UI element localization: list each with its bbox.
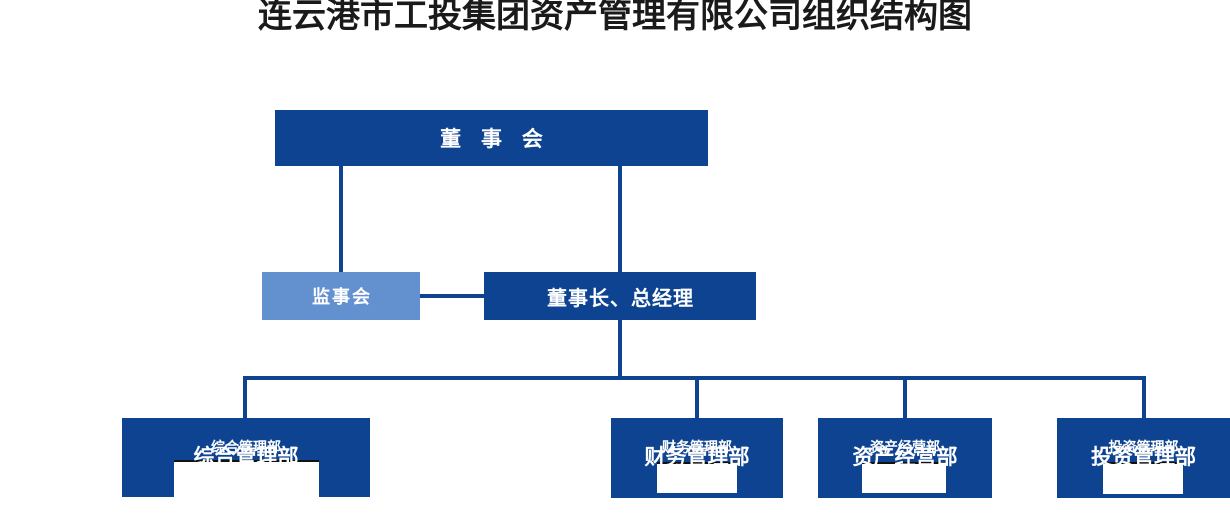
node-department-asset-operations[interactable]: 资产经营部 资产经营部 bbox=[818, 418, 992, 498]
node-chairman-general-manager[interactable]: 董事长、总经理 bbox=[484, 272, 756, 320]
department-edit-overlay[interactable] bbox=[657, 462, 737, 493]
connector-department-bus bbox=[243, 376, 1146, 380]
node-supervisory-board-label: 监事会 bbox=[312, 287, 372, 307]
node-department-investment-overlay-label: 投资管理部 bbox=[1091, 446, 1196, 469]
node-department-investment[interactable]: 投资管理部 投资管理部 bbox=[1057, 418, 1230, 498]
node-department-finance-label: 财务管理部 bbox=[662, 439, 732, 455]
connector-drop-dept-1 bbox=[695, 376, 699, 418]
node-department-general-admin[interactable]: 综合管理部 综合管理部 bbox=[122, 418, 370, 500]
node-department-general-admin-overlay-label: 综合管理部 bbox=[193, 446, 299, 469]
connector-drop-dept-0 bbox=[243, 376, 247, 418]
node-department-asset-operations-overlay-label: 资产经营部 bbox=[852, 446, 958, 469]
node-department-general-admin-label: 综合管理部 bbox=[211, 439, 281, 455]
node-supervisory-board[interactable]: 监事会 bbox=[262, 272, 420, 320]
node-department-finance[interactable]: 财务管理部 财务管理部 bbox=[611, 418, 783, 498]
connector-chairman-stem bbox=[618, 320, 622, 378]
department-edit-overlay[interactable] bbox=[174, 460, 319, 500]
connector-drop-dept-2 bbox=[903, 376, 907, 418]
node-department-investment-label: 投资管理部 bbox=[1108, 439, 1179, 455]
node-department-asset-operations-label: 资产经营部 bbox=[870, 439, 940, 455]
connector-board-to-chairman bbox=[618, 166, 622, 272]
node-board-of-directors-label: 董 事 会 bbox=[440, 128, 550, 151]
node-chairman-general-manager-label: 董事长、总经理 bbox=[547, 287, 694, 310]
connector-board-to-supervisors bbox=[339, 166, 343, 272]
connector-supervisors-to-chairman bbox=[420, 294, 484, 298]
department-edit-overlay[interactable] bbox=[862, 462, 946, 493]
node-department-finance-overlay-label: 财务管理部 bbox=[644, 446, 750, 469]
text-caret bbox=[240, 489, 252, 491]
department-edit-overlay[interactable] bbox=[1103, 462, 1183, 494]
node-board-of-directors[interactable]: 董 事 会 bbox=[275, 110, 708, 166]
page-title: 连云港市工投集团资产管理有限公司组织结构图 bbox=[258, 0, 972, 35]
connector-drop-dept-3 bbox=[1142, 376, 1146, 418]
